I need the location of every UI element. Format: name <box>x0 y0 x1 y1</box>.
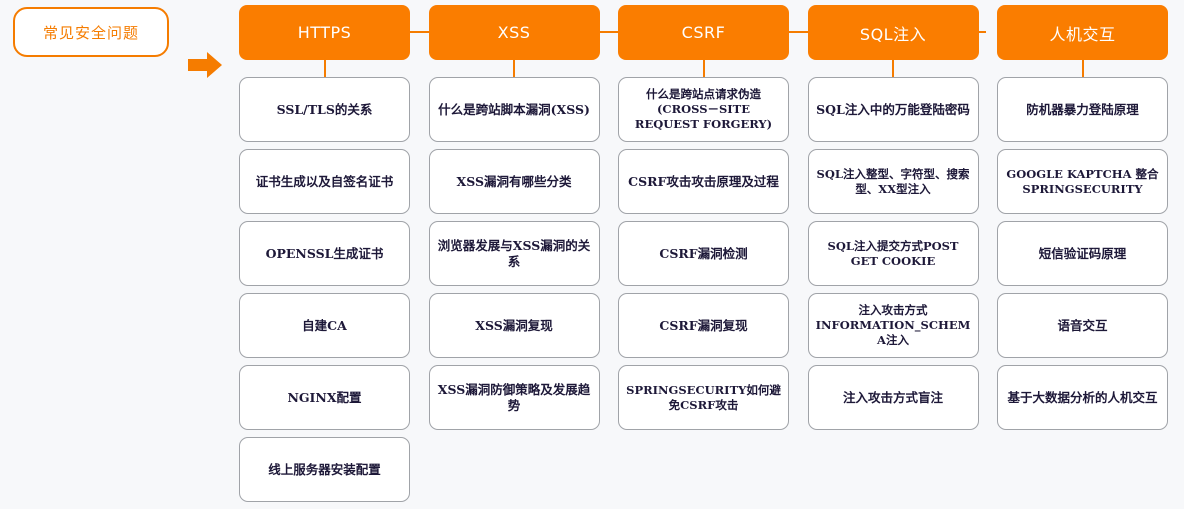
arrow-right-icon <box>188 52 222 78</box>
column-header-label: 人机交互 <box>1049 24 1116 44</box>
column-header-label: SQL注入 <box>859 24 927 44</box>
topic-card-label: NGINX配置 <box>287 389 362 405</box>
column-stem-connector <box>429 60 600 77</box>
column-stem-connector <box>618 60 789 77</box>
topic-card-label: XSS漏洞复现 <box>475 317 553 333</box>
topic-card[interactable]: 浏览器发展与XSS漏洞的关系 <box>428 221 600 286</box>
topic-card[interactable]: 防机器暴力登陆原理 <box>997 77 1168 142</box>
root-node[interactable]: 常见安全问题 <box>13 7 169 57</box>
topic-card-label: 短信验证码原理 <box>1038 245 1127 261</box>
column-header-4[interactable]: SQL注入 <box>807 5 979 60</box>
column-header-2[interactable]: XSS <box>428 5 600 60</box>
card-list: 什么是跨站脚本漏洞(XSS) XSS漏洞有哪些分类浏览器发展与XSS漏洞的关系 XS… <box>428 77 600 430</box>
topic-card[interactable]: SQL注入提交方式POST GET COOKIE <box>807 221 979 286</box>
topic-card[interactable]: GOOGLE KAPTCHA 整合 SPRINGSECURITY <box>997 149 1168 214</box>
topic-card-label: 什么是跨站点请求伪造(CROSS－SITE REQUEST FORGERY) <box>634 87 773 131</box>
topic-card[interactable]: CSRF攻击攻击原理及过程 <box>618 149 789 214</box>
topic-card[interactable]: 线上服务器安装配置 <box>239 437 410 502</box>
topic-card-label: CSRF漏洞检测 <box>659 245 748 261</box>
topic-card[interactable]: 证书生成以及自签名证书 <box>239 149 410 214</box>
card-list: SSL/TLS的关系证书生成以及自签名证书 OPENSSL生成证书自建CA NGIN… <box>239 77 410 502</box>
column-header-1[interactable]: HTTPS <box>239 5 410 60</box>
topic-card-label: 基于大数据分析的人机交互 <box>1007 389 1158 405</box>
topic-card-label: XSS漏洞防御策略及发展趋势 <box>437 381 591 413</box>
topic-card[interactable]: SSL/TLS的关系 <box>239 77 410 142</box>
topic-card[interactable]: SQL注入整型、字符型、搜索型、XX型注入 <box>807 149 979 214</box>
topic-card-label: 线上服务器安装配置 <box>268 461 381 477</box>
topic-card[interactable]: CSRF漏洞复现 <box>618 293 789 358</box>
topic-card-label: SQL注入提交方式POST GET COOKIE <box>827 238 959 268</box>
topic-card[interactable]: CSRF漏洞检测 <box>618 221 789 286</box>
column-header-label: HTTPS <box>297 23 352 42</box>
topic-card-label: GOOGLE KAPTCHA 整合 SPRINGSECURITY <box>1006 166 1159 196</box>
topic-card[interactable]: 自建CA <box>239 293 410 358</box>
topic-card[interactable]: 注入攻击方式 INFORMATION_SCHEMA注入 <box>807 293 979 358</box>
column-2: XSS 什么是跨站脚本漏洞(XSS) XSS漏洞有哪些分类浏览器发展与XSS漏洞的关… <box>428 5 600 437</box>
topic-card-label: OPENSSL生成证书 <box>265 245 384 261</box>
column-header-label: CSRF <box>681 23 726 42</box>
column-1: HTTPS SSL/TLS的关系证书生成以及自签名证书 OPENSSL生成证书自建C… <box>239 5 410 509</box>
card-list: 什么是跨站点请求伪造(CROSS－SITE REQUEST FORGERY) CS… <box>618 77 789 430</box>
topic-card[interactable]: 基于大数据分析的人机交互 <box>997 365 1168 430</box>
topic-card[interactable]: XSS漏洞防御策略及发展趋势 <box>428 365 600 430</box>
topic-card[interactable]: XSS漏洞有哪些分类 <box>428 149 600 214</box>
column-header-5[interactable]: 人机交互 <box>997 5 1168 60</box>
topic-card-label: CSRF漏洞复现 <box>659 317 748 333</box>
topic-card[interactable]: 语音交互 <box>997 293 1168 358</box>
topic-card-label: 浏览器发展与XSS漏洞的关系 <box>437 237 591 269</box>
topic-card-label: SSL/TLS的关系 <box>276 101 373 117</box>
column-stem-connector <box>239 60 410 77</box>
topic-card-label: 防机器暴力登陆原理 <box>1026 101 1139 117</box>
column-header-label: XSS <box>497 23 531 42</box>
topic-card[interactable]: SQL注入中的万能登陆密码 <box>807 77 979 142</box>
column-stem-connector <box>808 60 979 77</box>
topic-card[interactable]: 短信验证码原理 <box>997 221 1168 286</box>
column-stem-connector <box>997 60 1168 77</box>
topic-card[interactable]: NGINX配置 <box>239 365 410 430</box>
topic-card-label: 注入攻击方式 INFORMATION_SCHEMA注入 <box>815 303 971 347</box>
topic-card-label: 注入攻击方式盲注 <box>842 389 943 405</box>
topic-card-label: XSS漏洞有哪些分类 <box>456 173 572 189</box>
column-3: CSRF 什么是跨站点请求伪造(CROSS－SITE REQUEST FORGER… <box>618 5 789 437</box>
topic-card-label: 证书生成以及自签名证书 <box>255 173 394 189</box>
topic-card-label: SPRINGSECURITY如何避免CSRF攻击 <box>626 382 781 412</box>
column-header-3[interactable]: CSRF <box>618 5 789 60</box>
topic-card[interactable]: 注入攻击方式盲注 <box>807 365 979 430</box>
card-list: SQL注入中的万能登陆密码 SQL注入整型、字符型、搜索型、XX型注入 SQL注入提… <box>807 77 979 430</box>
topic-card[interactable]: OPENSSL生成证书 <box>239 221 410 286</box>
column-5: 人机交互防机器暴力登陆原理 GOOGLE KAPTCHA 整合 SPRINGSEC… <box>997 5 1168 437</box>
topic-card[interactable]: SPRINGSECURITY如何避免CSRF攻击 <box>618 365 789 430</box>
topic-card[interactable]: 什么是跨站脚本漏洞(XSS) <box>428 77 600 142</box>
topic-card-label: SQL注入中的万能登陆密码 <box>816 101 970 117</box>
card-list: 防机器暴力登陆原理 GOOGLE KAPTCHA 整合 SPRINGSECURIT… <box>997 77 1168 430</box>
topic-card-label: 语音交互 <box>1057 317 1108 333</box>
topic-card-label: CSRF攻击攻击原理及过程 <box>628 173 779 189</box>
root-node-label: 常见安全问题 <box>42 23 139 42</box>
topic-card-label: SQL注入整型、字符型、搜索型、XX型注入 <box>816 166 970 196</box>
topic-card[interactable]: 什么是跨站点请求伪造(CROSS－SITE REQUEST FORGERY) <box>618 77 789 142</box>
topic-card[interactable]: XSS漏洞复现 <box>428 293 600 358</box>
topic-card-label: 什么是跨站脚本漏洞(XSS) <box>438 101 590 117</box>
topic-card-label: 自建CA <box>302 317 347 333</box>
